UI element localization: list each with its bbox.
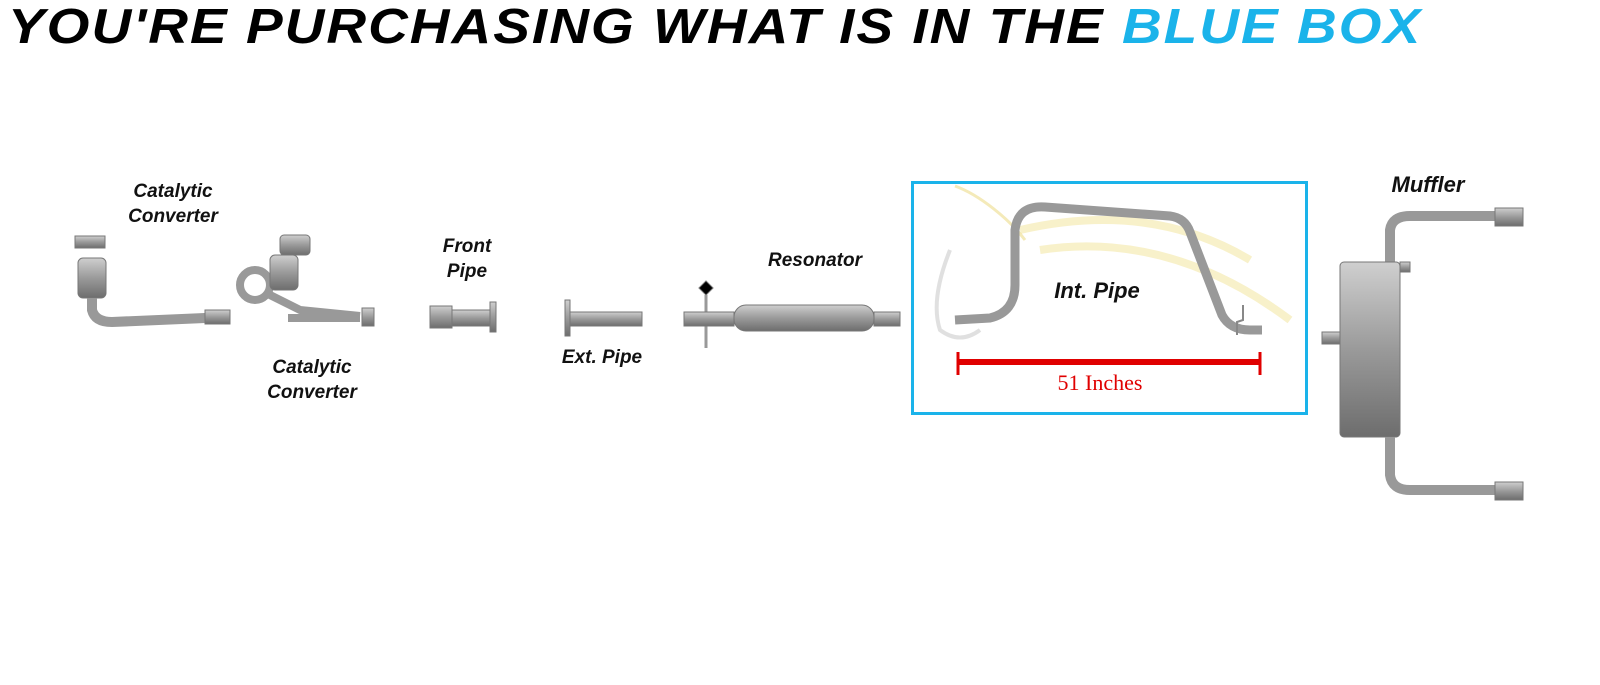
- label-resonator: Resonator: [768, 250, 862, 271]
- front-pipe-image: [429, 301, 497, 333]
- title-prefix: YOU'RE PURCHASING WHAT IS IN THE: [8, 0, 1105, 54]
- selected-part-box: [911, 181, 1308, 415]
- page-title: YOU'RE PURCHASING WHAT IS IN THE BLUE BO…: [8, 0, 1422, 55]
- measurement-bar: [956, 352, 1262, 375]
- label-ext-pipe: Ext. Pipe: [561, 347, 643, 368]
- label-int-pipe: Int. Pipe: [1054, 278, 1140, 303]
- catalytic-converter-2-image: [236, 234, 375, 327]
- ext-pipe-image: [564, 299, 643, 337]
- label-muffler: Muffler: [1391, 172, 1465, 197]
- catalytic-converter-1-image: [74, 235, 231, 328]
- int-pipe-image: [934, 184, 1293, 340]
- title-highlight: BLUE BOX: [1121, 0, 1423, 54]
- resonator-image: [683, 280, 901, 348]
- muffler-image: [1321, 207, 1524, 501]
- measurement-label: 51 Inches: [1057, 370, 1143, 395]
